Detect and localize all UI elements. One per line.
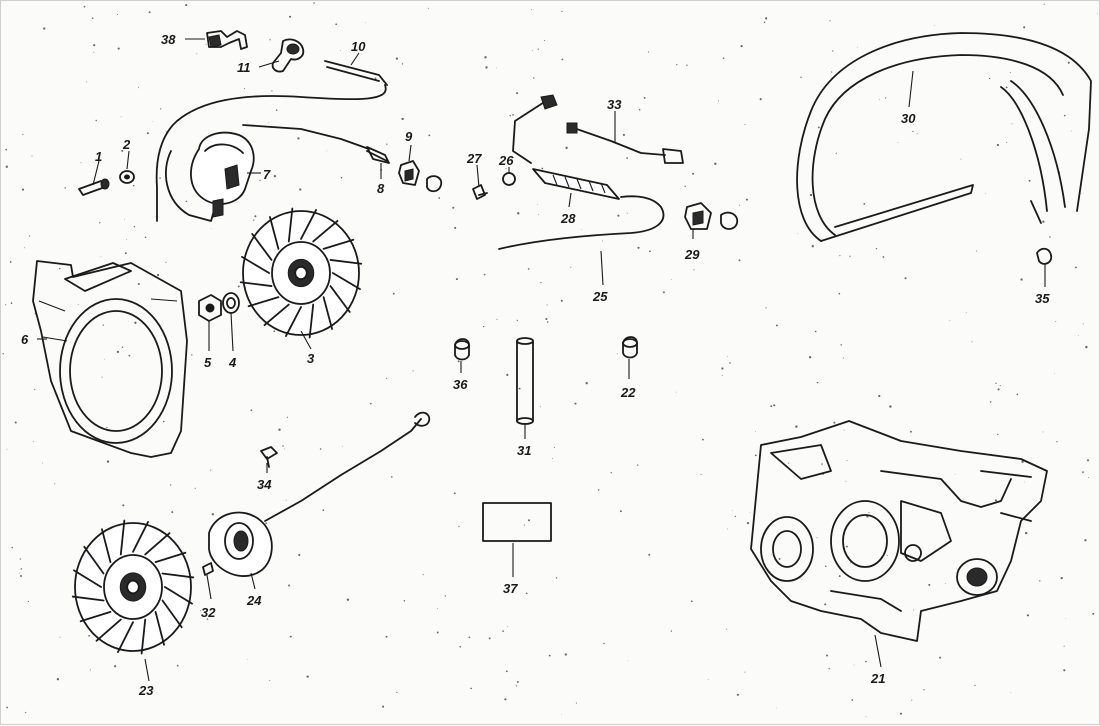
callout-labels: 38 11 10 1 2 7 8 9 27 26 28 33 29 25 30 … xyxy=(21,32,1050,698)
part-35-nut xyxy=(1036,247,1053,265)
callout-25: 25 xyxy=(592,289,608,304)
part-32-screw xyxy=(202,562,214,576)
callout-28: 28 xyxy=(560,211,576,226)
callout-9: 9 xyxy=(405,129,413,144)
part-25-wire xyxy=(498,94,665,250)
part-11-spark-plug-boot xyxy=(271,38,305,73)
callout-8: 8 xyxy=(377,181,385,196)
part-26-nut xyxy=(502,172,516,186)
part-22-nut xyxy=(622,336,638,359)
part-31-rod xyxy=(516,337,534,425)
callout-11: 11 xyxy=(237,60,251,75)
part-33-wire xyxy=(566,122,684,164)
callout-33: 33 xyxy=(607,97,622,112)
callout-24: 24 xyxy=(246,593,262,608)
callout-36: 36 xyxy=(453,377,468,392)
part-5-nut xyxy=(198,294,222,322)
part-9-clamp xyxy=(398,160,443,193)
part-27-screw xyxy=(472,184,488,200)
callout-4: 4 xyxy=(228,355,237,370)
callout-7: 7 xyxy=(263,167,271,182)
part-3-flywheel xyxy=(239,207,363,339)
part-38-clip xyxy=(206,30,248,50)
part-29-clamp xyxy=(684,202,739,230)
callout-31: 31 xyxy=(517,443,531,458)
part-21-crankcase xyxy=(750,420,1048,642)
part-30-handle-bar xyxy=(796,32,1092,242)
callout-30: 30 xyxy=(901,111,916,126)
callout-2: 2 xyxy=(122,137,131,152)
part-37-label xyxy=(482,502,552,542)
callout-26: 26 xyxy=(498,153,514,168)
callout-5: 5 xyxy=(204,355,212,370)
part-10-ignition-lead xyxy=(155,60,390,222)
callout-21: 21 xyxy=(870,671,885,686)
part-8-connector xyxy=(366,150,388,162)
part-24-generator-coil xyxy=(208,411,431,577)
callout-23: 23 xyxy=(138,683,154,698)
part-34-screw xyxy=(260,446,278,468)
callout-10: 10 xyxy=(351,39,366,54)
callout-34: 34 xyxy=(257,477,272,492)
callout-32: 32 xyxy=(201,605,216,620)
callout-22: 22 xyxy=(620,385,636,400)
leader-lines xyxy=(37,38,1046,682)
callout-27: 27 xyxy=(466,151,482,166)
part-2-washer xyxy=(119,170,135,184)
callout-29: 29 xyxy=(684,247,700,262)
callout-37: 37 xyxy=(503,581,518,596)
callout-35: 35 xyxy=(1035,291,1050,306)
callout-38: 38 xyxy=(161,32,176,47)
part-36-nut xyxy=(454,338,470,361)
callout-6: 6 xyxy=(21,332,29,347)
part-6-fan-housing xyxy=(32,260,188,458)
part-23-flywheel xyxy=(71,519,195,655)
part-28-terminal-strip xyxy=(532,168,620,200)
part-7-ignition-coil xyxy=(164,131,255,222)
part-4-washer xyxy=(222,292,240,314)
callout-1: 1 xyxy=(95,149,102,164)
callout-3: 3 xyxy=(307,351,315,366)
